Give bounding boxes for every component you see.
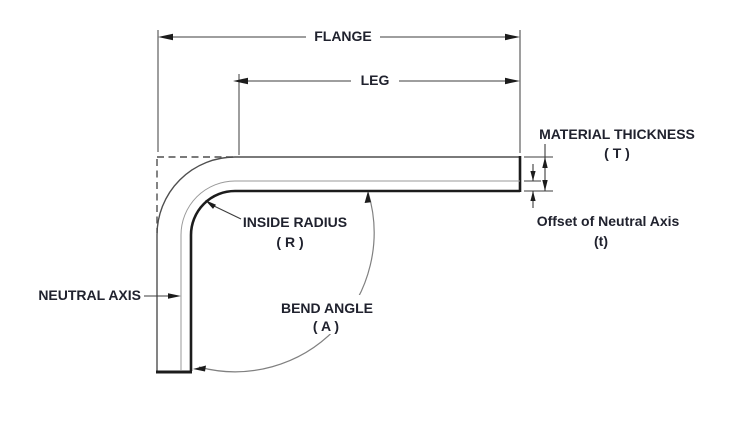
bend-angle-callout: BEND ANGLE ( A ) xyxy=(193,191,379,373)
flange-dimension: FLANGE xyxy=(158,28,520,44)
extension-lines xyxy=(157,30,553,192)
mold-corner-dashed-lines xyxy=(156,156,233,233)
offset-arrow-up-icon xyxy=(530,191,536,201)
thickness-arrow-down-icon xyxy=(542,180,548,191)
flange-label: FLANGE xyxy=(314,28,372,44)
neutral-axis-line xyxy=(180,180,520,370)
bend-angle-arrow-left-icon xyxy=(193,365,206,372)
inside-radius-label: INSIDE RADIUS xyxy=(243,214,347,230)
inside-radius-leader-line xyxy=(213,205,242,220)
bend-angle-symbol-label: ( A ) xyxy=(313,318,339,334)
leg-label: LEG xyxy=(361,72,390,88)
flange-arrow-right-icon xyxy=(505,33,520,41)
leg-arrow-left-icon xyxy=(233,77,248,85)
neutral-axis-arrow-icon xyxy=(168,293,181,299)
leg-arrow-right-icon xyxy=(505,77,520,85)
part-outline xyxy=(156,156,522,374)
bend-angle-text-mask xyxy=(277,295,379,334)
inside-radius-symbol-label: ( R ) xyxy=(276,234,303,250)
offset-symbol-label: (t) xyxy=(594,233,608,249)
neutral-axis-callout: NEUTRAL AXIS xyxy=(38,287,181,303)
bend-angle-arrow-up-icon xyxy=(364,191,371,203)
leg-dimension: LEG xyxy=(233,72,520,88)
material-thickness-symbol-label: ( T ) xyxy=(604,145,630,161)
neutral-offset-dimension: Offset of Neutral Axis (t) xyxy=(530,164,680,249)
offset-arrow-down-icon xyxy=(530,171,536,181)
neutral-axis-arc xyxy=(180,180,236,236)
bend-angle-label: BEND ANGLE xyxy=(281,300,373,316)
inside-radius-arrow-icon xyxy=(205,200,216,209)
thickness-arrow-up-icon xyxy=(542,157,548,168)
flange-arrow-left-icon xyxy=(158,33,173,41)
material-thickness-label: MATERIAL THICKNESS xyxy=(539,126,695,142)
neutral-axis-label: NEUTRAL AXIS xyxy=(38,287,141,303)
material-thickness-dimension: MATERIAL THICKNESS ( T ) xyxy=(539,126,695,191)
part-inner-bend-arc xyxy=(189,189,236,236)
part-outer-bend-arc xyxy=(156,156,236,236)
inside-radius-callout: INSIDE RADIUS ( R ) xyxy=(205,200,347,250)
offset-neutral-axis-label: Offset of Neutral Axis xyxy=(537,213,680,229)
